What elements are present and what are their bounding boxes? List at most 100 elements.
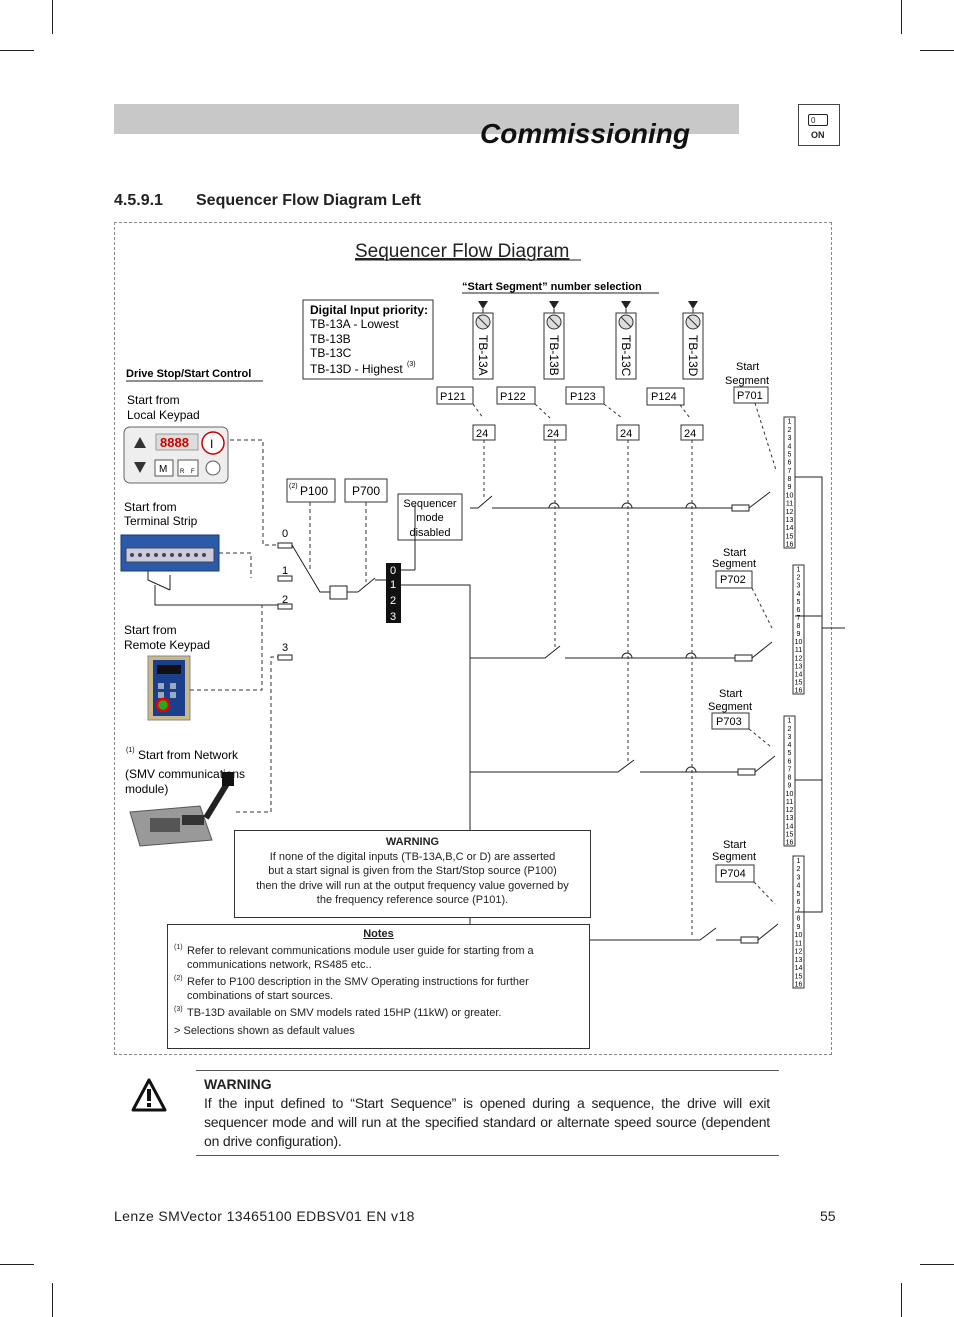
crop-mark [52,1283,53,1317]
segment-number: 13 [795,957,803,964]
sequencer-disabled-label: disabled [410,527,451,539]
segment-number: 16 [795,982,803,989]
segment-number: 1 [788,718,792,725]
terminal-tb13b: TB-13B [543,301,565,380]
segment-number: 9 [797,631,801,638]
selector-position: 2 [282,594,288,606]
page-title: Commissioning [480,118,691,149]
diagram-frame [114,222,832,1055]
start-segment-label: Segment [708,701,752,713]
power-on-icon: 0 ON [798,104,840,146]
segment-number: 7 [797,907,801,914]
priority-line: TB-13A - Lowest [310,317,399,331]
note-text: Refer to relevant communications module … [187,944,534,957]
segment-param-p702: P702 [720,574,746,586]
note-item: (3) TB-13D available on SMV models rated… [168,1006,589,1021]
on-label: ON [811,130,825,140]
segment-param-p703: P703 [716,716,742,728]
crop-mark [920,1264,954,1265]
warning-triangle-icon [131,1078,167,1112]
remote-keypad-image [147,655,191,721]
segment-number: 12 [786,807,794,814]
segment-number: 8 [797,916,801,923]
segment-number: 16 [795,688,803,695]
terminal-tb13a: TB-13A [472,301,494,380]
start-segment-label: Segment [725,375,769,387]
selector-block-label: 0 [390,565,396,577]
selector-position: 0 [282,528,288,540]
crop-mark [901,1283,902,1317]
note-ref: (3) [174,1005,183,1013]
segment-number: 8 [797,623,801,630]
selector-position: 1 [282,565,288,577]
segment-number: 15 [786,533,794,540]
section-title: Sequencer Flow Diagram Left [196,192,421,209]
terminal-label: TB-13C [619,335,633,377]
segment-number: 12 [795,655,803,662]
segment-number: 3 [797,874,801,881]
priority-line: TB-13B [310,332,351,346]
priority-title: Digital Input priority: [310,303,428,317]
network-module-image [129,772,234,847]
segment-number: 2 [788,726,792,733]
segment-number: 10 [786,791,794,798]
segment-param-p701: P701 [737,390,763,402]
crop-mark [52,0,53,34]
header-band [114,104,739,134]
param-value: 24 [620,428,632,440]
switch-icon: 0 [808,114,828,126]
selector-block-label: 1 [390,579,396,591]
note-text: Refer to P100 description in the SMV Ope… [187,975,529,988]
diagram-warning-title: WARNING [385,836,440,848]
segment-number: 9 [788,484,792,491]
selector-block [386,563,401,623]
footnote-ref: (1) [126,747,135,754]
segment-number: 1 [788,419,792,426]
source-label: Remote Keypad [124,638,210,652]
segment-number: 11 [786,501,793,508]
segment-number: 7 [788,468,792,475]
note-ref: (1) [174,943,183,951]
r-key: R [180,469,185,475]
param-p123: P123 [570,391,596,403]
segment-number: 12 [795,949,803,956]
terminal-label: TB-13B [547,335,561,376]
segment-number: 5 [797,891,801,898]
drive-stop-start-label: Drive Stop/Start Control [126,368,251,380]
segment-number: 14 [786,525,794,532]
segment-number: 5 [788,750,792,757]
segment-number: 16 [786,840,794,847]
segment-number: 9 [797,924,801,931]
footnote-ref: (3) [407,361,416,368]
source-label: Start from [127,393,180,407]
segment-number: 15 [795,679,803,686]
segment-number: 16 [786,542,794,549]
warning-rule-top [196,1070,779,1071]
segment-number: 10 [795,639,803,646]
notes-title: Notes [363,928,394,940]
start-segment-label: Start [723,839,746,851]
segment-number: 1 [797,567,801,574]
run-key: I [210,437,213,451]
crop-mark [0,1264,34,1265]
sequencer-disabled-label: mode [416,512,444,524]
note-item: (1) Refer to relevant communications mod… [168,944,589,973]
warning-rule-bottom [196,1155,779,1156]
segment-number-column [792,855,805,989]
start-segment-label: Start [736,361,759,373]
mode-key: M [159,464,167,475]
segment-number: 6 [797,899,801,906]
param-p121: P121 [440,391,466,403]
page-warning-title: WARNING [204,1076,272,1092]
page-warning-text: If the input defined to “Start Sequence”… [204,1095,770,1149]
start-segment-label: Start [719,688,742,700]
segment-number: 3 [788,435,792,442]
selector-block-label: 3 [390,611,396,623]
source-label: Local Keypad [127,408,200,422]
segment-number: 8 [788,775,792,782]
terminal-strip-image [120,534,220,572]
segment-number: 15 [786,831,794,838]
segment-number: 5 [788,451,792,458]
crop-mark [0,50,34,51]
